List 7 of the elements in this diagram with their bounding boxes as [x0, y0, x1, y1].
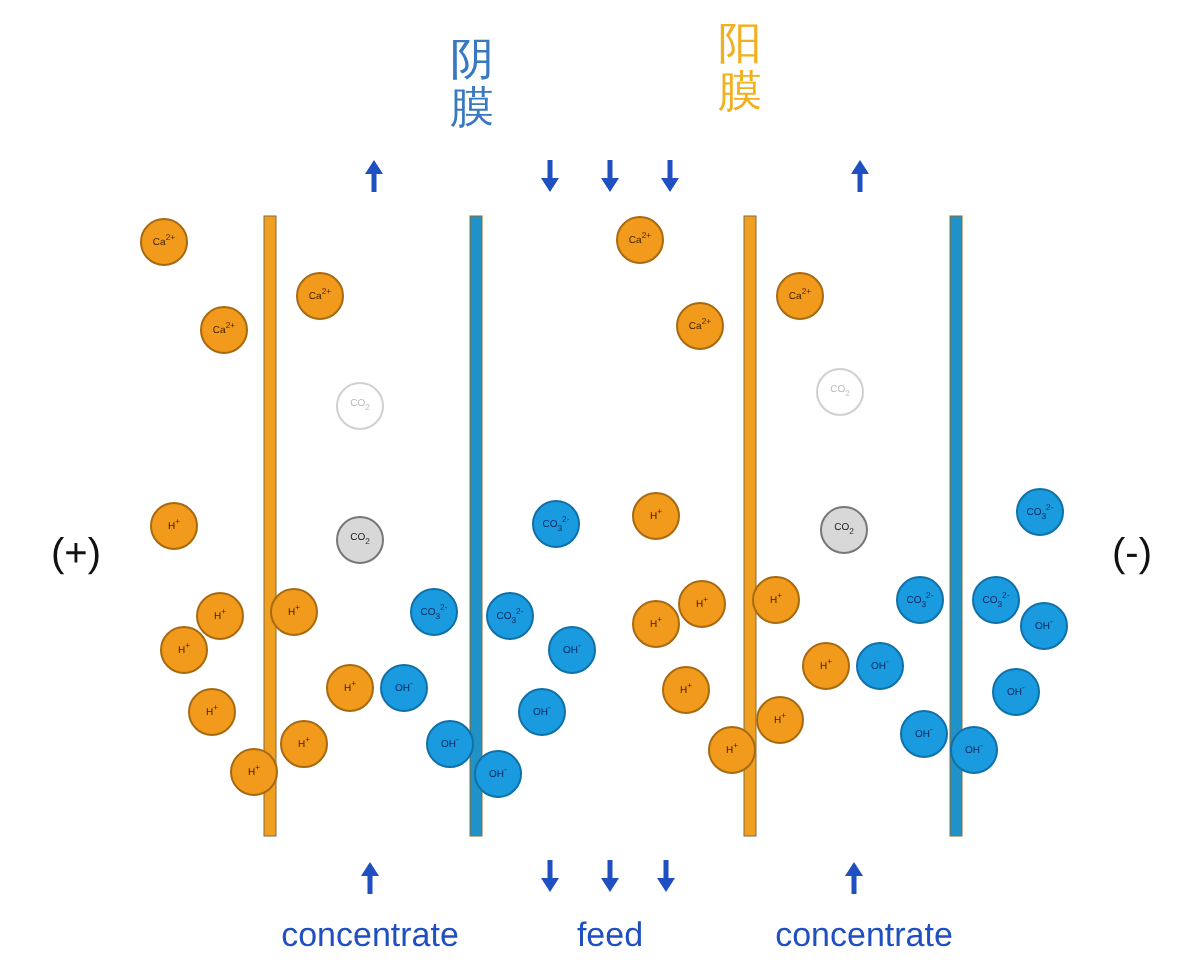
membrane-label: 阳膜 [718, 20, 762, 117]
stream-label: concentrate [775, 916, 953, 956]
stream-label: feed [576, 916, 644, 956]
stream-label: concentrate [281, 916, 459, 956]
electrode-label: (-) [1112, 532, 1152, 578]
electrode-label: (+) [51, 532, 101, 578]
membrane-label: 阴膜 [450, 36, 494, 133]
